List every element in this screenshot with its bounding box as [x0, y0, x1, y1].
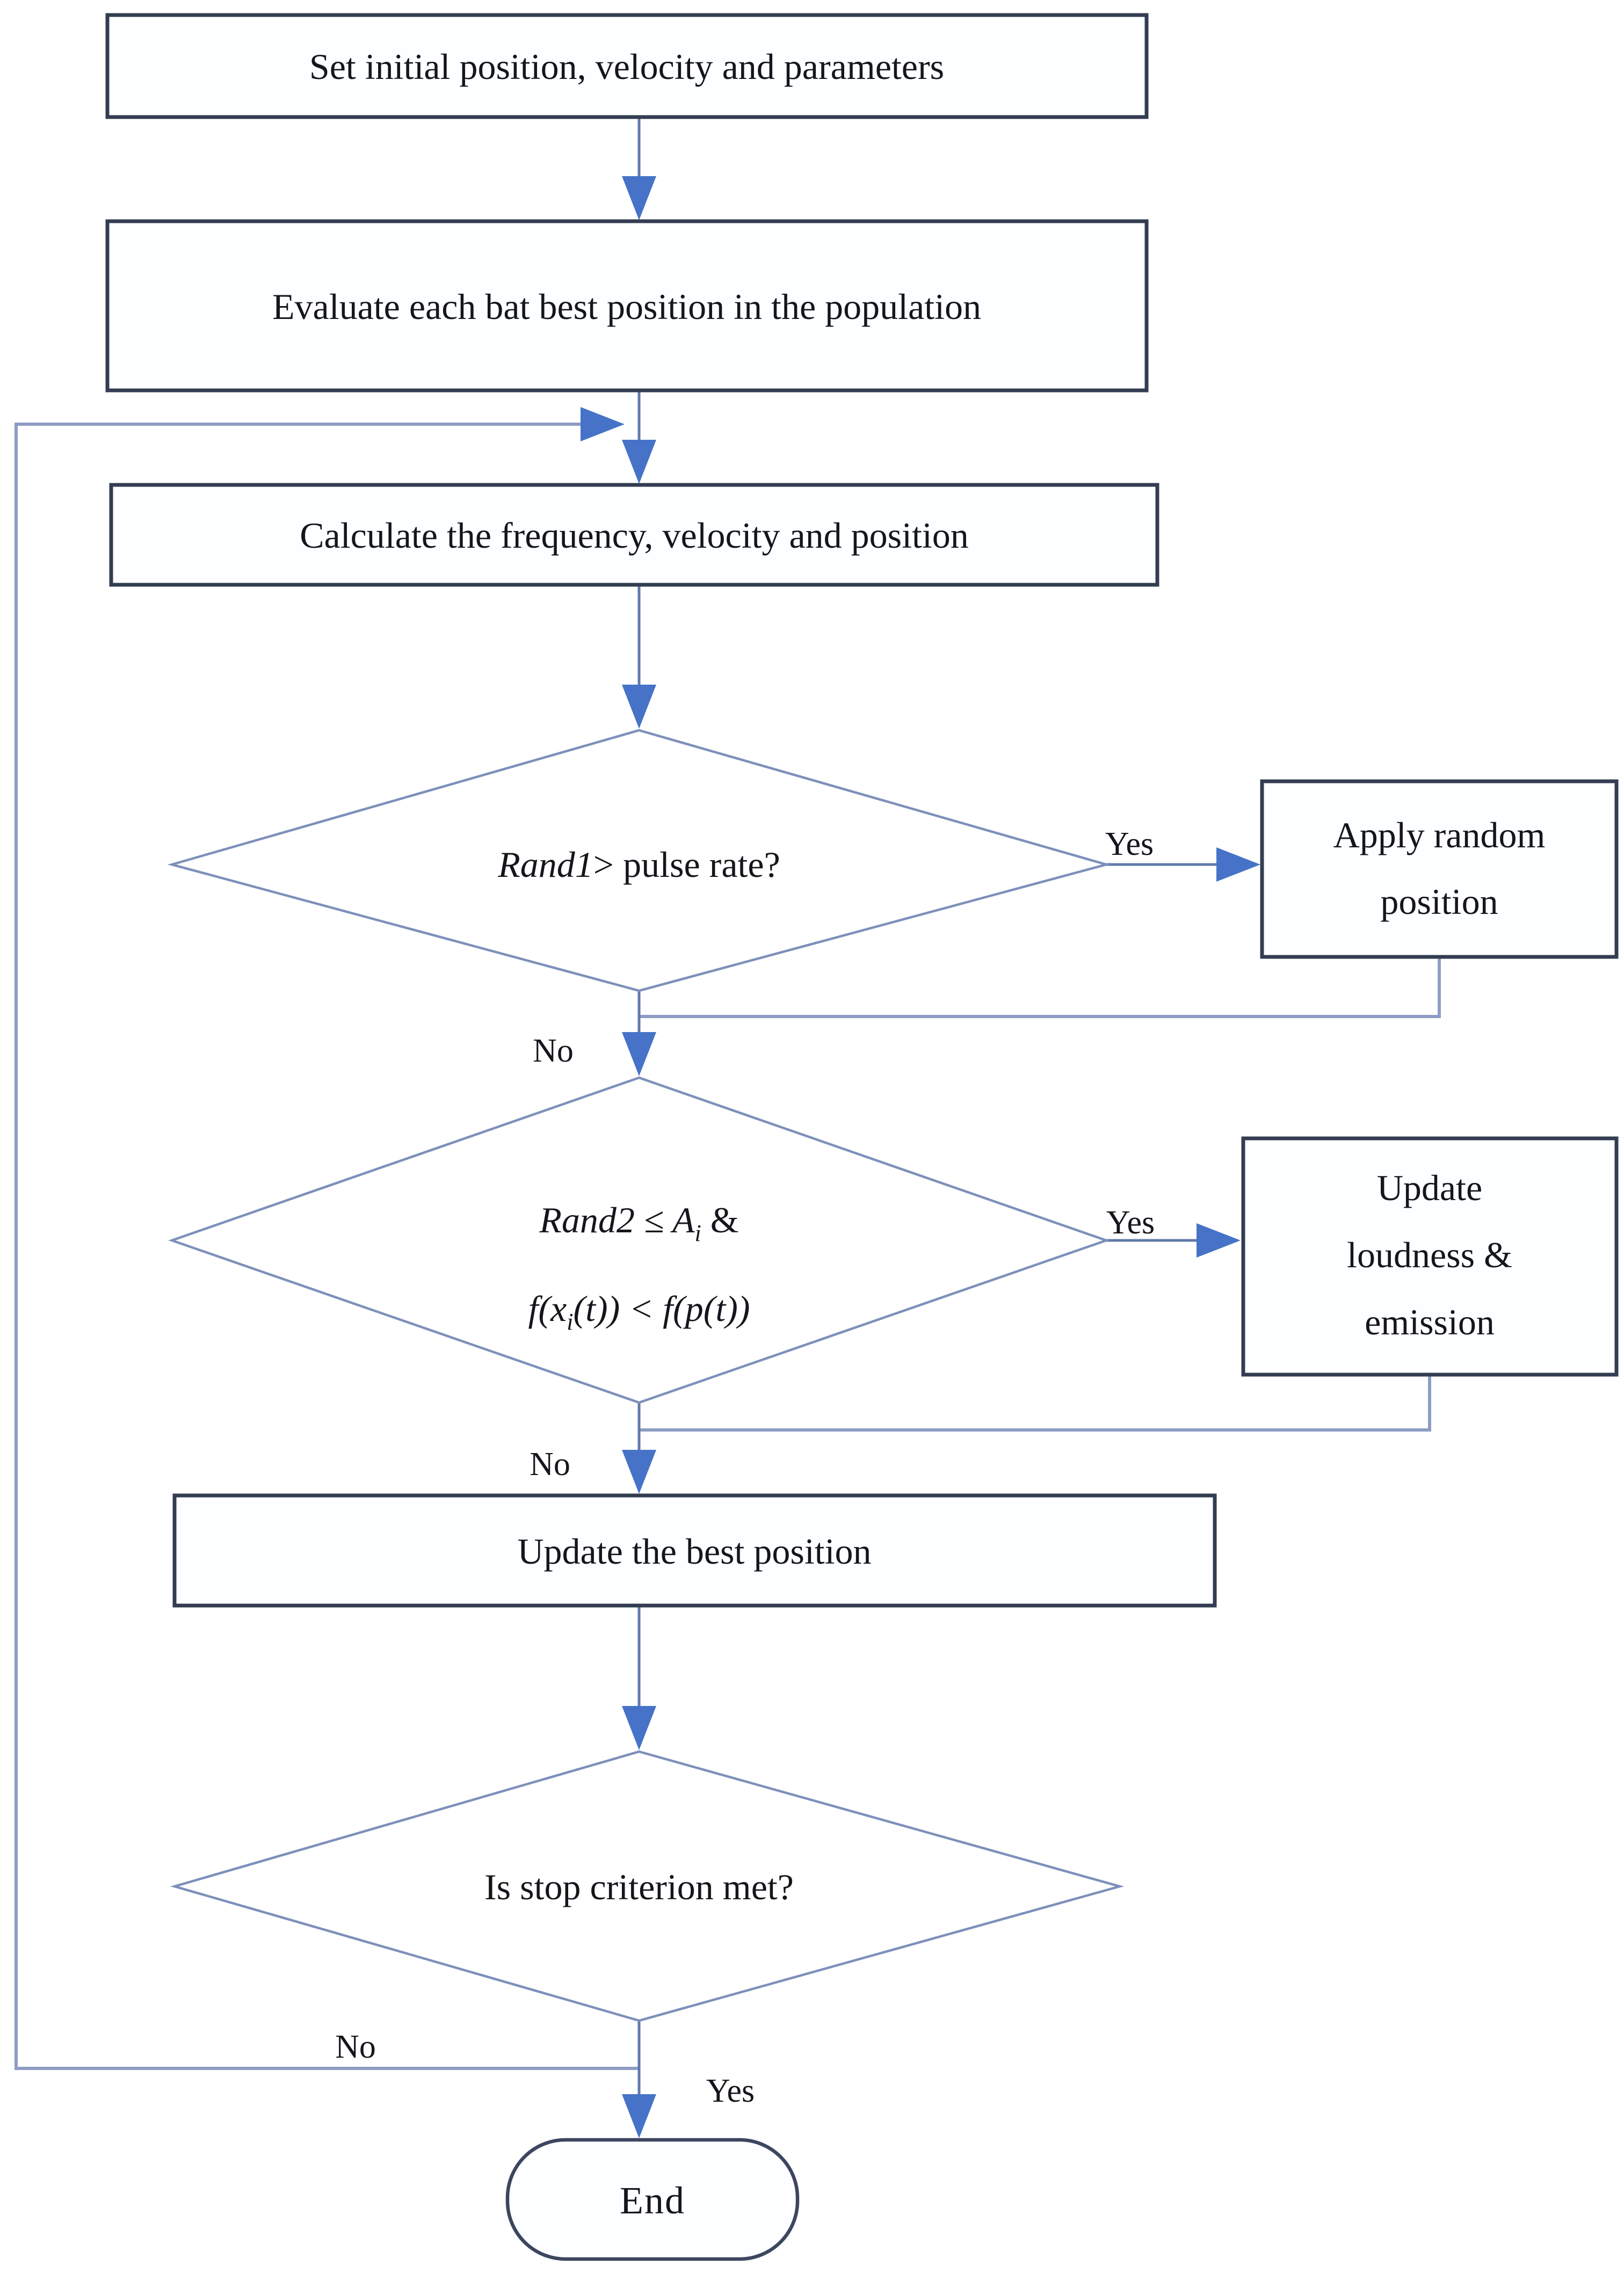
pulse-no-label: No [533, 1033, 574, 1069]
node-calculate: Calculate the frequency, velocity and po… [109, 483, 1159, 587]
pulse-decision-label: Rand1> pulse rate? [497, 844, 780, 885]
node-update-best: Update the best position [172, 1493, 1217, 1608]
loudness-no-label: No [530, 1446, 570, 1483]
loudness-yes-label: Yes [1106, 1204, 1155, 1241]
node-apply-random: Apply random position [1260, 779, 1619, 959]
update-loudness-label-line2: loudness & [1347, 1234, 1512, 1275]
loudness-decision-diamond [168, 1076, 1110, 1404]
arrowhead-into-stop-decision [622, 1706, 656, 1750]
arrowhead-into-update-best [622, 1450, 656, 1494]
arrowhead-into-evaluate [622, 176, 656, 220]
apply-random-box [1260, 779, 1619, 959]
node-update-loudness: Update loudness & emission [1241, 1136, 1619, 1377]
edge-loop-back [15, 423, 639, 2070]
node-stop-decision: Is stop criterion met? [170, 1750, 1125, 2022]
update-loudness-label-line3: emission [1365, 1302, 1495, 1342]
update-best-box [172, 1493, 1217, 1608]
end-label: End [620, 2179, 685, 2222]
node-end: End [505, 2138, 800, 2261]
node-loudness-decision: Rand2 ≤ Ai & f(xi(t)) < f(p(t)) [168, 1076, 1110, 1404]
calculate-label: Calculate the frequency, velocity and po… [300, 515, 969, 556]
arrowhead-loop-junction [581, 407, 625, 441]
edge-apply-random-return [639, 957, 1441, 1018]
pulse-decision-diamond [167, 729, 1111, 992]
loudness-decision-label-line1: Rand2 ≤ Ai & [539, 1200, 738, 1246]
edge-labels: Yes No Yes No No Yes [335, 826, 1155, 2109]
evaluate-label: Evaluate each bat best position in the p… [272, 286, 981, 327]
apply-random-label-line2: position [1380, 881, 1498, 922]
stop-yes-label: Yes [706, 2073, 755, 2109]
node-evaluate: Evaluate each bat best position in the p… [105, 219, 1149, 393]
arrowhead-into-end [622, 2094, 656, 2138]
edge-update-loudness-return [639, 1375, 1431, 1432]
stop-no-label: No [335, 2029, 376, 2065]
init-label: Set initial position, velocity and param… [309, 46, 944, 87]
node-init: Set initial position, velocity and param… [105, 13, 1149, 119]
end-terminator [505, 2138, 800, 2261]
connectors [15, 117, 1441, 2138]
init-box [105, 13, 1149, 119]
loudness-decision-label-line2: f(xi(t)) < f(p(t)) [528, 1288, 750, 1335]
node-pulse-decision: Rand1> pulse rate? [167, 729, 1111, 992]
update-loudness-label-line1: Update [1377, 1167, 1482, 1208]
calculate-box [109, 483, 1159, 587]
pulse-yes-label: Yes [1105, 826, 1154, 862]
arrowhead-into-loudness-decision [622, 1032, 656, 1076]
arrowhead-into-pulse-decision [622, 685, 656, 729]
arrowhead-into-calculate [622, 440, 656, 484]
update-best-label: Update the best position [517, 1531, 871, 1572]
evaluate-box [105, 219, 1149, 393]
apply-random-label-line1: Apply random [1333, 815, 1546, 855]
arrowhead-into-update-loudness [1197, 1223, 1241, 1258]
stop-decision-label: Is stop criterion met? [484, 1867, 794, 1907]
stop-decision-diamond [170, 1750, 1125, 2022]
arrowhead-into-apply-random [1216, 847, 1260, 882]
update-loudness-box [1241, 1136, 1619, 1377]
